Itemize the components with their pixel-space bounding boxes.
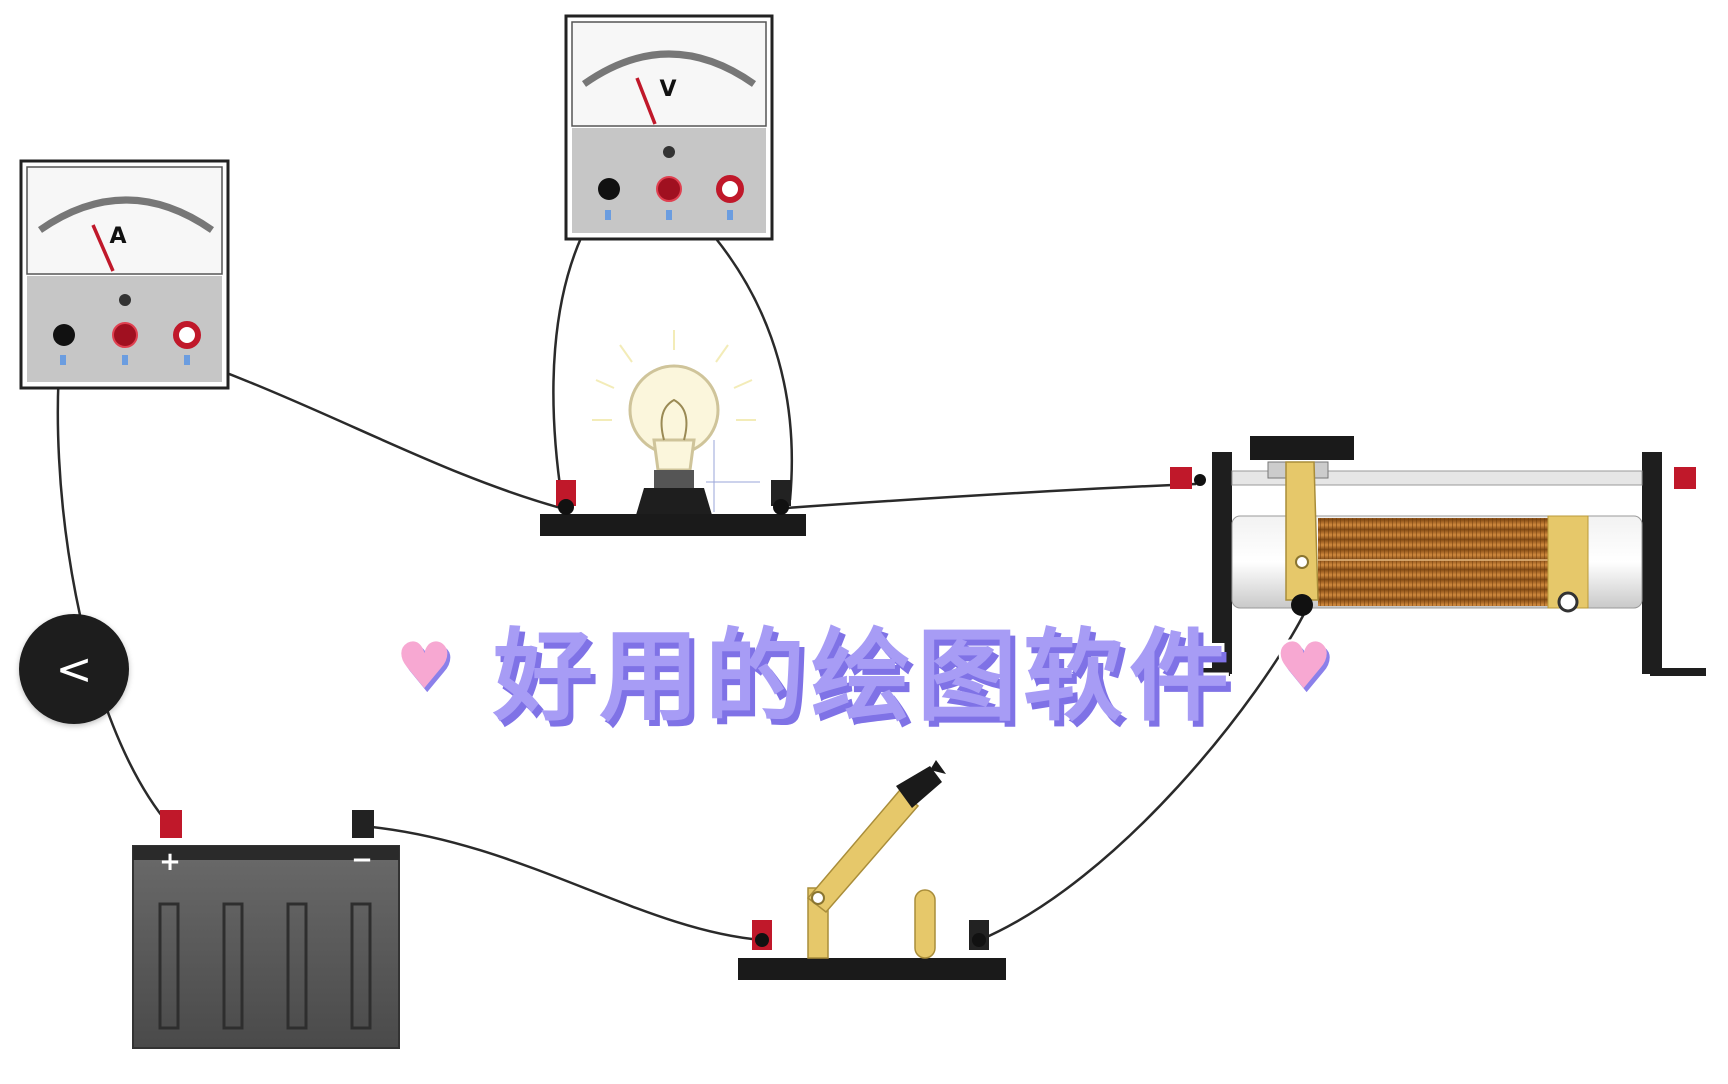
voltmeter: V <box>564 14 774 241</box>
wire-switch-to-rheostat <box>979 609 1308 942</box>
wire-battery-to-switch <box>361 824 763 942</box>
wires <box>56 189 1308 942</box>
ammeter-terminal-black[interactable] <box>53 324 75 346</box>
voltmeter-terminal-black[interactable] <box>598 178 620 200</box>
ammeter: A <box>19 159 230 390</box>
back-button[interactable]: < <box>19 614 129 724</box>
wire-lamp-to-rheostat <box>785 482 1197 510</box>
battery-terminal-negative[interactable] <box>352 810 374 838</box>
battery: + − <box>132 810 400 1049</box>
rheostat <box>1170 436 1706 676</box>
ammeter-terminal-red-1[interactable] <box>112 322 138 348</box>
ammeter-symbol: A <box>109 224 126 249</box>
battery-terminal-positive[interactable] <box>160 810 182 838</box>
lamp-terminal-red[interactable] <box>556 480 576 506</box>
voltmeter-terminal-red-2[interactable] <box>716 175 744 203</box>
chevron-left-icon: < <box>55 643 93 695</box>
wire-ammeter-to-battery <box>56 335 171 827</box>
knife-switch <box>738 760 1006 980</box>
ammeter-terminal-red-2[interactable] <box>173 321 201 349</box>
rheostat-slider-terminal[interactable] <box>1291 594 1313 616</box>
lamp-terminal-black[interactable] <box>771 480 791 506</box>
battery-minus-sign: − <box>351 845 373 875</box>
rheostat-terminal-left[interactable] <box>1170 467 1192 489</box>
voltmeter-terminal-red-1[interactable] <box>656 176 682 202</box>
voltmeter-symbol: V <box>659 77 676 102</box>
light-bulb <box>540 330 806 536</box>
rheostat-terminal-right[interactable] <box>1674 467 1696 489</box>
battery-plus-sign: + <box>159 847 181 877</box>
